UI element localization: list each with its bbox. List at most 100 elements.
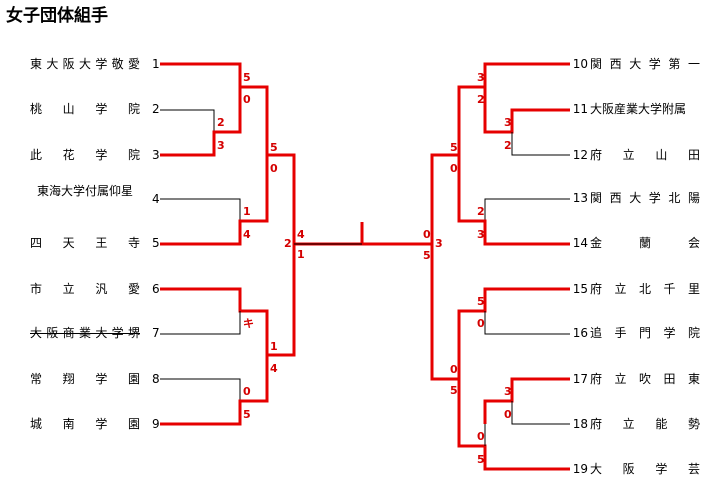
score: 5 [477,295,485,308]
team-number: 9 [152,417,160,431]
score: 5 [243,71,251,84]
team-number: 16 [572,326,588,340]
bracket-line [160,109,215,132]
bracket-line [160,378,241,401]
bracket-line [483,377,570,424]
score: キ [243,317,254,330]
team-name: 関西大学第一 [590,57,700,71]
team-number: 11 [572,102,588,116]
score: 0 [450,162,458,175]
team-number: 14 [572,236,588,250]
score: 0 [423,228,431,241]
score: 1 [243,205,251,218]
team-name: 大阪産業大学附属 [590,102,687,116]
score: 5 [450,141,458,154]
bracket-line [511,401,570,425]
team-number: 1 [152,57,160,71]
page-title: 女子団体組手 [6,6,108,26]
bracket-line [160,87,242,157]
team-left-5: 四天王寺 5 [30,235,160,251]
team-name: 大阪学芸 [590,462,700,476]
team-name: 東海大学付属仰星 [36,184,133,198]
score: 4 [297,228,305,241]
team-name: 関西大学北陽 [590,191,700,205]
score: 5 [450,384,458,397]
team-name: 府立吹田東 [590,372,700,386]
score: 5 [243,408,251,421]
score: 1 [297,248,305,261]
team-number: 7 [152,326,160,340]
team-left-9: 城南学園 9 [30,416,160,432]
bracket-line [362,62,570,246]
team-left-2: 桃山学院 2 [30,101,160,117]
team-number: 13 [572,191,588,205]
team-number: 18 [572,417,588,431]
score: 0 [504,408,512,421]
score: 0 [270,162,278,175]
score: 4 [270,362,278,375]
score: 0 [243,93,251,106]
score: 3 [435,237,443,250]
team-name: 追手門学院 [590,326,700,340]
score: 0 [243,385,251,398]
score: 2 [504,139,512,152]
score: 2 [217,116,225,129]
score: 3 [504,116,512,129]
team-number: 19 [572,462,588,476]
team-name: 桃山学院 [30,102,140,116]
score: 3 [217,139,225,152]
score: 3 [477,228,485,241]
score: 2 [477,205,485,218]
team-number: 2 [152,102,160,116]
team-left-6: 市立汎愛 6 [30,281,160,297]
team-name: 大阪商業大学堺 [30,326,140,340]
team-number: 6 [152,282,160,296]
team-left-7: 大阪商業大学堺 7 [30,325,160,341]
team-name: 金蘭会 [590,236,700,250]
team-number: 12 [572,148,588,162]
team-left-1: 東大阪大学敬愛 1 [30,56,160,72]
team-number: 17 [572,372,588,386]
bracket-line [457,155,570,246]
team-number: 3 [152,148,160,162]
score: 5 [477,453,485,466]
team-name: 府立北千里 [590,282,700,296]
bracket-line [430,244,570,381]
team-name: 城南学園 [30,417,140,431]
team-name: 府立能勢 [590,417,700,431]
team-number: 15 [572,282,588,296]
score: 4 [243,228,251,241]
team-name: 市立汎愛 [30,282,140,296]
bracket-line [160,355,269,426]
team-name: 四天王寺 [30,236,140,250]
team-name: 東大阪大学敬愛 [30,57,140,71]
bracket-line [160,311,241,335]
bracket-line [511,132,570,156]
score: 0 [477,317,485,330]
bracket-line [484,198,570,221]
team-name: 常翔学園 [30,372,140,386]
bracket-line [160,244,296,357]
score: 3 [477,71,485,84]
team-number: 10 [572,57,588,71]
bracket-line [483,87,570,134]
score: 1 [270,340,278,353]
score: 3 [504,385,512,398]
team-name: 府立山田 [590,148,700,162]
team-number: 5 [152,236,160,250]
bracket-line [484,311,570,335]
bracket-line [160,155,269,246]
score: 0 [477,430,485,443]
score: 0 [450,363,458,376]
bracket-line [160,198,241,221]
